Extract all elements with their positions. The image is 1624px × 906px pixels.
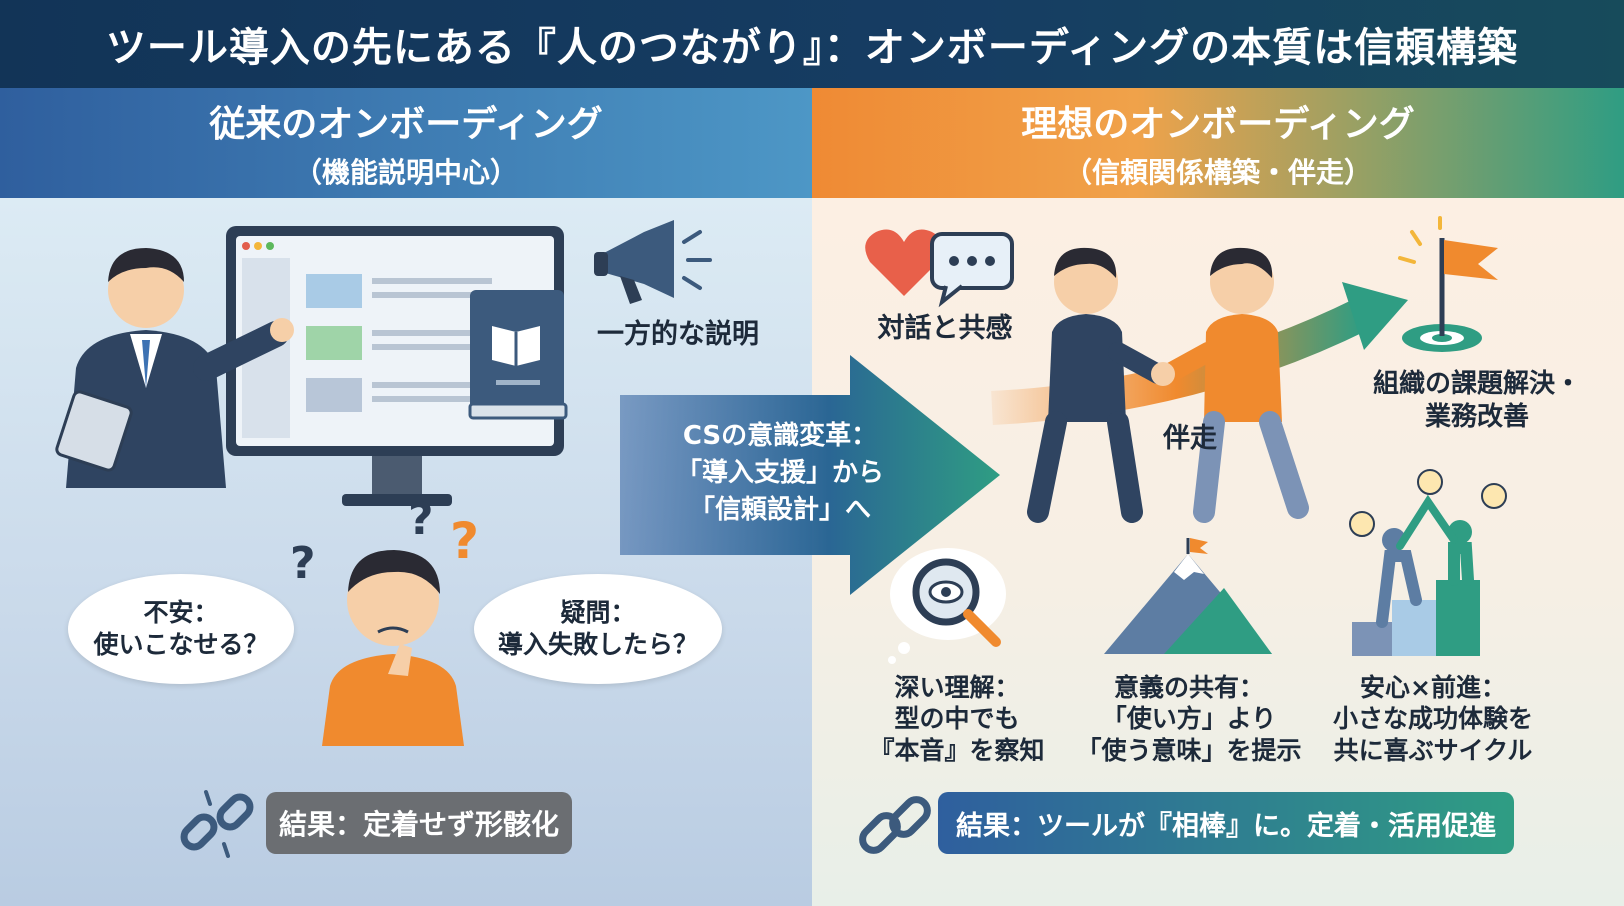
- left-subheading: （機能説明中心）: [293, 156, 518, 189]
- svg-text:?: ?: [408, 494, 434, 545]
- goal-line2: 業務改善: [1424, 401, 1529, 432]
- progress-line2: 小さな成功体験を: [1332, 704, 1533, 734]
- transition-arrow: [620, 355, 1000, 595]
- understanding-line3: 『本音』を察知: [869, 735, 1045, 765]
- question-line1: 疑問：: [560, 597, 636, 627]
- anxiety-bubble: 不安： 使いこなせる？: [68, 574, 294, 684]
- accompany-label: 伴走: [1163, 423, 1217, 454]
- question-bubble: 疑問： 導入失敗したら？: [474, 574, 722, 684]
- anxiety-line1: 不安：: [143, 597, 219, 627]
- meaning-line2: 「使い方」より: [1101, 704, 1277, 734]
- presenter-figure: [55, 248, 294, 488]
- transition-line1: CSの意識変革：: [682, 421, 878, 451]
- right-result-badge: 結果：ツールが『相棒』に。定着・活用促進: [938, 792, 1514, 854]
- chain-icon: [859, 796, 931, 854]
- right-heading-band: 理想のオンボーディング （信頼関係構築・伴走）: [812, 88, 1624, 198]
- anxiety-line2: 使いこなせる？: [93, 630, 269, 659]
- megaphone-icon: [594, 220, 712, 304]
- understanding-line2: 型の中でも: [894, 704, 1020, 734]
- left-heading: 従来のオンボーディング: [209, 104, 603, 145]
- progress-text: 安心×前進： 小さな成功体験を 共に喜ぶサイクル: [1318, 672, 1548, 766]
- transition-text: CSの意識変革： 「導入支援」から 「信頼設計」へ: [630, 418, 930, 529]
- handshake-figures: [1027, 247, 1309, 523]
- magnifier-icon: [888, 548, 1006, 664]
- transition-line3: 「信頼設計」へ: [688, 494, 871, 525]
- book-icon: [468, 290, 568, 420]
- mountain-icon: [1104, 538, 1272, 654]
- right-subheading: （信頼関係構築・伴走）: [1063, 156, 1372, 189]
- progress-line3: 共に喜ぶサイクル: [1333, 735, 1533, 765]
- understanding-text: 深い理解： 型の中でも 『本音』を察知: [852, 672, 1062, 766]
- progress-line1: 安心×前進：: [1360, 673, 1506, 702]
- right-panel: 対話と共感 伴走 組織の課題解決・ 業務改善: [812, 198, 1624, 906]
- growth-arrow: [991, 282, 1408, 425]
- page-title: ツール導入の先にある『人のつながり』：オンボーディングの本質は信頼構築: [105, 25, 1519, 71]
- svg-text:?: ?: [450, 512, 479, 570]
- understanding-line1: 深い理解：: [894, 673, 1020, 702]
- chat-icon: [930, 232, 1014, 308]
- chain-broken-icon: [180, 790, 254, 858]
- right-heading: 理想のオンボーディング: [1021, 104, 1415, 145]
- meaning-line3: 「使う意味」を提示: [1076, 735, 1302, 765]
- left-result-badge: 結果：定着せず形骸化: [266, 792, 572, 854]
- heart-icon: [865, 229, 943, 296]
- title-bar: ツール導入の先にある『人のつながり』：オンボーディングの本質は信頼構築: [0, 0, 1624, 88]
- meaning-text: 意義の共有： 「使い方」より 「使う意味」を提示: [1074, 672, 1304, 766]
- flag-icon: [1398, 216, 1498, 352]
- svg-text:?: ?: [290, 538, 316, 589]
- megaphone-label: 一方的な説明: [597, 319, 759, 350]
- transition-line2: 「導入支援」から: [675, 457, 884, 488]
- goal-line1: 組織の課題解決・: [1372, 369, 1581, 399]
- goal-label: 組織の課題解決・ 業務改善: [1342, 368, 1612, 433]
- question-icon: ? ? ?: [290, 494, 479, 589]
- dialogue-label: 対話と共感: [877, 313, 1013, 344]
- question-line2: 導入失敗したら？: [497, 630, 698, 659]
- worried-person-figure: [322, 550, 464, 746]
- meaning-line1: 意義の共有：: [1113, 673, 1264, 702]
- podium-icon: [1349, 469, 1507, 656]
- left-heading-band: 従来のオンボーディング （機能説明中心）: [0, 88, 812, 198]
